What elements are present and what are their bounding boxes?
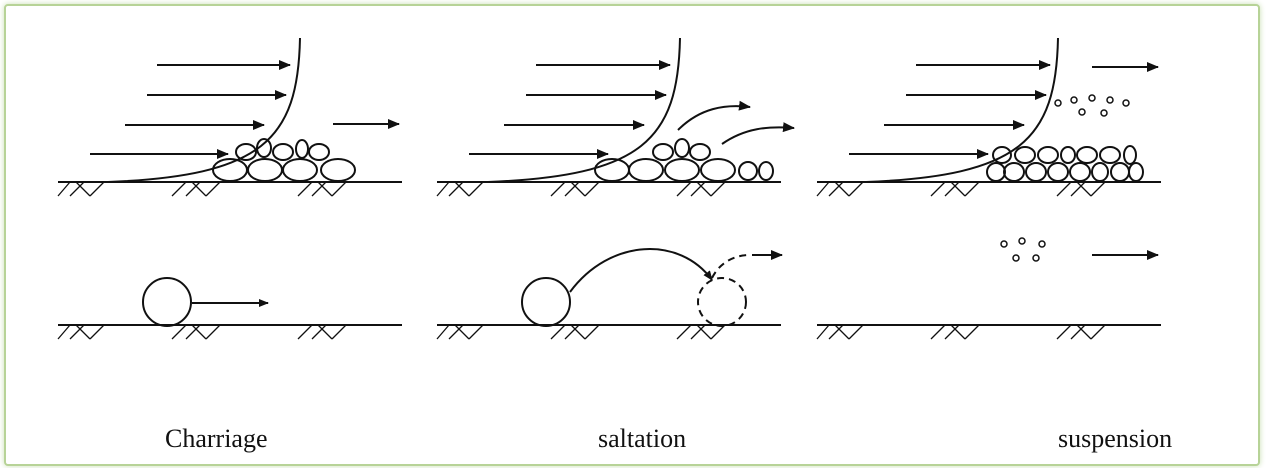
figure-frame	[4, 4, 1260, 466]
rolling-grain	[142, 277, 192, 327]
panel-charriage-bottom	[57, 277, 402, 340]
grain-pile	[594, 138, 774, 182]
caption-saltation: saltation	[598, 424, 687, 453]
velocity-profile-curve	[487, 37, 681, 183]
ground-hatch	[57, 181, 347, 197]
suspended-particles	[1054, 94, 1130, 117]
trajectory-arrow	[569, 248, 713, 293]
caption-charriage: Charriage	[165, 424, 268, 453]
panel-suspension-top	[816, 37, 1161, 197]
panel-saltation-bottom	[436, 248, 783, 340]
launching-grain	[521, 277, 571, 327]
grain-pile	[986, 145, 1144, 182]
panel-suspension-bottom	[816, 237, 1161, 340]
panel-charriage-top	[57, 37, 402, 197]
rebound-arrow	[711, 254, 751, 279]
landing-grain-ghost	[697, 277, 747, 327]
suspended-particles	[1000, 237, 1046, 262]
caption-suspension: suspension	[1058, 424, 1173, 453]
jump-arrow	[677, 100, 751, 131]
jump-arrow	[721, 122, 795, 145]
velocity-profile-curve	[865, 37, 1059, 183]
velocity-profile-curve	[107, 37, 301, 183]
panel-saltation-top	[436, 37, 795, 197]
grain-pile	[212, 138, 356, 182]
